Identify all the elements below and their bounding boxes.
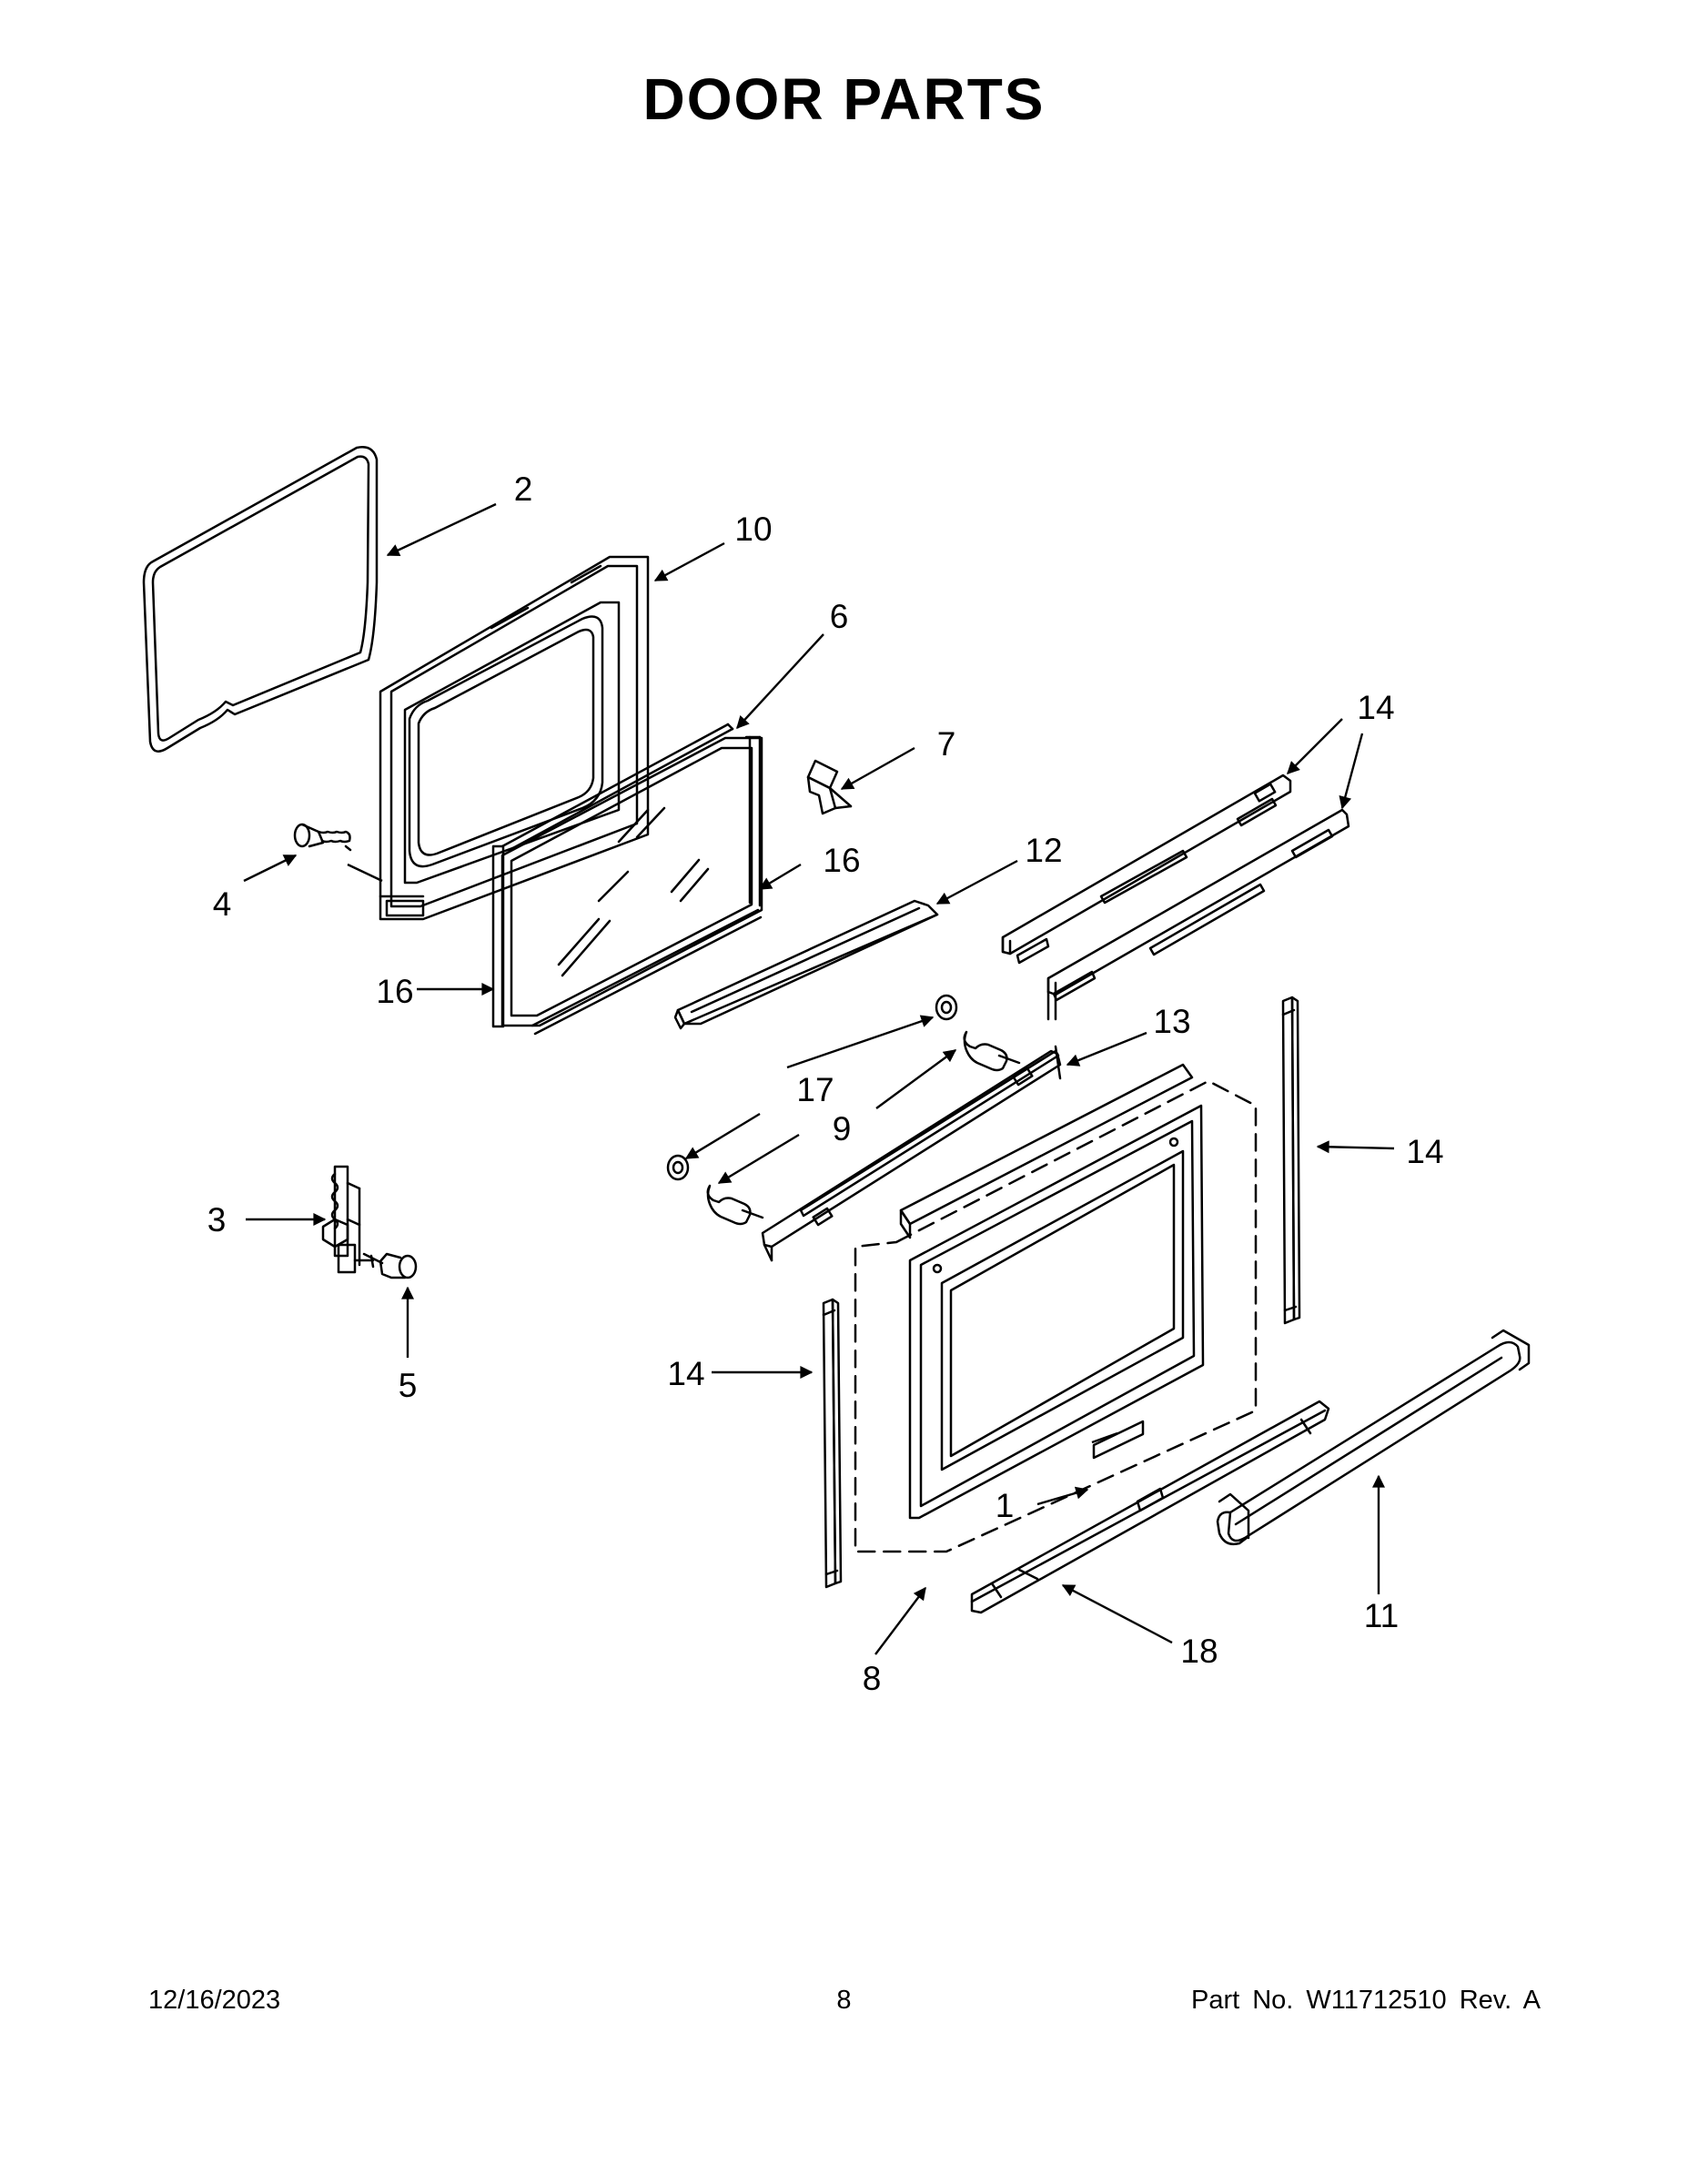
footer-page-number: 8 [836,1986,852,2015]
callout-15: 14 [1357,689,1394,726]
footer-part-number: Part No. W11712510 Rev. A [1190,1986,1541,2015]
callout-7: 7 [937,725,956,763]
top-bracket-part [763,1046,1060,1260]
callout-8: 8 [863,1660,882,1697]
side-trim-left-part [824,1299,841,1587]
callout-17: 17 [796,1071,834,1108]
bottom-trim-part [972,1401,1329,1613]
door-glass-part [493,724,762,1034]
hinge-screw-part [708,1032,1019,1224]
door-handle-part [1218,1330,1529,1544]
upper-brackets-part [1003,775,1349,1019]
screw-part-4 [295,824,350,850]
door-gasket-part [144,447,377,751]
callout-4: 4 [213,885,232,923]
callout-1: 1 [996,1487,1015,1524]
callout-16-right: 16 [823,842,860,879]
callout-labels: 2 10 6 7 14 12 16 4 16 13 17 9 14 3 5 14… [207,470,1444,1697]
callout-6: 6 [830,598,849,635]
top-trim-part [675,901,937,1028]
callout-14-right: 14 [1406,1133,1443,1170]
callout-9: 9 [833,1110,852,1148]
callout-18: 18 [1180,1633,1218,1670]
callout-13: 13 [1153,1003,1190,1040]
callout-12: 12 [1025,832,1062,869]
callout-2: 2 [514,470,533,508]
footer-date: 12/16/2023 [148,1986,281,2015]
callout-5: 5 [399,1367,418,1404]
callout-11: 11 [1364,1597,1399,1634]
callout-14-left: 14 [667,1355,704,1392]
callout-3: 3 [207,1201,227,1239]
outer-door-part [855,1065,1256,1552]
door-hinge-part [323,1167,373,1272]
screw-part-5 [364,1254,416,1278]
callout-10: 10 [734,511,772,548]
callout-16-left: 16 [376,973,413,1010]
page-title: DOOR PARTS [642,66,1046,132]
side-trim-right-part [1283,997,1299,1323]
bushing-part [668,996,956,1179]
clip-part [808,761,851,814]
inner-door-panel-part [380,557,648,919]
